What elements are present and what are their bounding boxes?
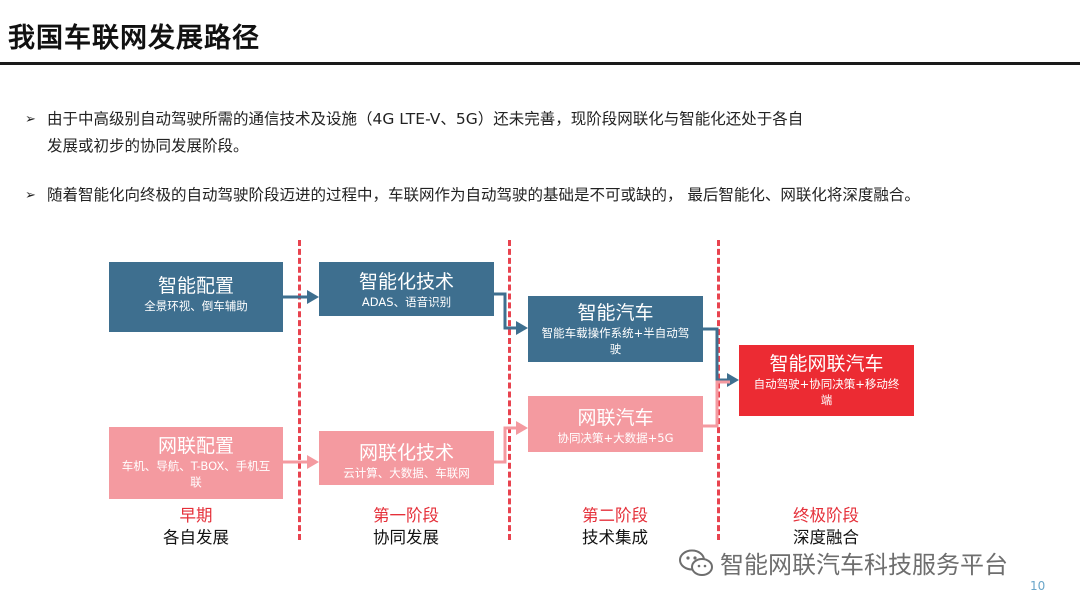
bullet-arrow-icon: ➢ bbox=[25, 112, 36, 127]
stage-name: 第一阶段 bbox=[373, 506, 439, 525]
watermark-text: 智能网联汽车科技服务平台 bbox=[720, 551, 1008, 579]
stage-name: 早期 bbox=[179, 506, 213, 525]
box-subtitle: 全景环视、倒车辅助 bbox=[144, 299, 248, 313]
box-title: 智能配置 bbox=[157, 275, 234, 297]
box-subtitle: 云计算、大数据、车联网 bbox=[343, 466, 470, 480]
watermark: 智能网联汽车科技服务平台 bbox=[678, 545, 1008, 580]
box-intelligent-connected-car: 智能网联汽车 自动驾驶+协同决策+移动终端 bbox=[739, 345, 914, 416]
stage-desc: 协同发展 bbox=[373, 528, 439, 547]
box-subtitle: 协同决策+大数据+5G bbox=[557, 431, 674, 445]
box-subtitle: ADAS、语音识别 bbox=[361, 295, 452, 309]
box-title: 智能汽车 bbox=[577, 302, 654, 324]
box-title: 网联化技术 bbox=[358, 442, 454, 464]
stage-divider-2 bbox=[508, 240, 511, 540]
stage-desc: 各自发展 bbox=[163, 528, 229, 547]
stage-early: 早期 各自发展 bbox=[126, 505, 266, 549]
stage-first: 第一阶段 协同发展 bbox=[336, 505, 476, 549]
bullet-2: ➢ 随着智能化向终极的自动驾驶阶段迈进的过程中，车联网作为自动驾驶的基础是不可或… bbox=[25, 182, 1075, 209]
arrow-p2-p3 bbox=[494, 426, 519, 464]
box-smart-tech: 智能化技术 ADAS、语音识别 bbox=[319, 262, 494, 316]
box-title: 智能化技术 bbox=[358, 271, 454, 293]
box-connected-config: 网联配置 车机、导航、T-BOX、手机互联 bbox=[109, 427, 283, 499]
bullet-1-text: 由于中高级别自动驾驶所需的通信技术及设施（4G LTE-V、5G）还未完善，现阶… bbox=[47, 110, 804, 155]
box-title: 网联汽车 bbox=[577, 407, 654, 429]
box-smart-car: 智能汽车 智能车载操作系统+半自动驾驶 bbox=[528, 296, 703, 362]
page-number: 10 bbox=[1030, 579, 1046, 593]
box-title: 网联配置 bbox=[157, 435, 234, 457]
box-connected-tech: 网联化技术 云计算、大数据、车联网 bbox=[319, 431, 494, 485]
arrow-b2-b3 bbox=[494, 292, 519, 330]
stage-desc: 深度融合 bbox=[793, 528, 859, 547]
box-connected-car: 网联汽车 协同决策+大数据+5G bbox=[528, 396, 703, 452]
box-subtitle: 车机、导航、T-BOX、手机互联 bbox=[121, 459, 271, 489]
bullet-1: ➢ 由于中高级别自动驾驶所需的通信技术及设施（4G LTE-V、5G）还未完善，… bbox=[25, 106, 815, 160]
stage-divider-1 bbox=[298, 240, 301, 540]
box-smart-config: 智能配置 全景环视、倒车辅助 bbox=[109, 262, 283, 332]
arrow-p3-r1 bbox=[703, 380, 730, 428]
stage-final: 终极阶段 深度融合 bbox=[756, 505, 896, 549]
box-title: 智能网联汽车 bbox=[769, 353, 884, 375]
box-subtitle: 自动驾驶+协同决策+移动终端 bbox=[753, 377, 900, 407]
bullet-arrow-icon: ➢ bbox=[25, 188, 36, 203]
page-title: 我国车联网发展路径 bbox=[8, 23, 260, 54]
stage-name: 终极阶段 bbox=[793, 506, 859, 525]
wechat-icon bbox=[679, 549, 713, 576]
box-subtitle: 智能车载操作系统+半自动驾驶 bbox=[541, 326, 690, 356]
stage-second: 第二阶段 技术集成 bbox=[545, 505, 685, 549]
stage-desc: 技术集成 bbox=[582, 528, 648, 547]
arrow-b3-r1 bbox=[703, 327, 730, 382]
title-underline bbox=[0, 62, 1080, 65]
stage-name: 第二阶段 bbox=[582, 506, 648, 525]
bullet-2-text: 随着智能化向终极的自动驾驶阶段迈进的过程中，车联网作为自动驾驶的基础是不可或缺的… bbox=[47, 186, 920, 204]
